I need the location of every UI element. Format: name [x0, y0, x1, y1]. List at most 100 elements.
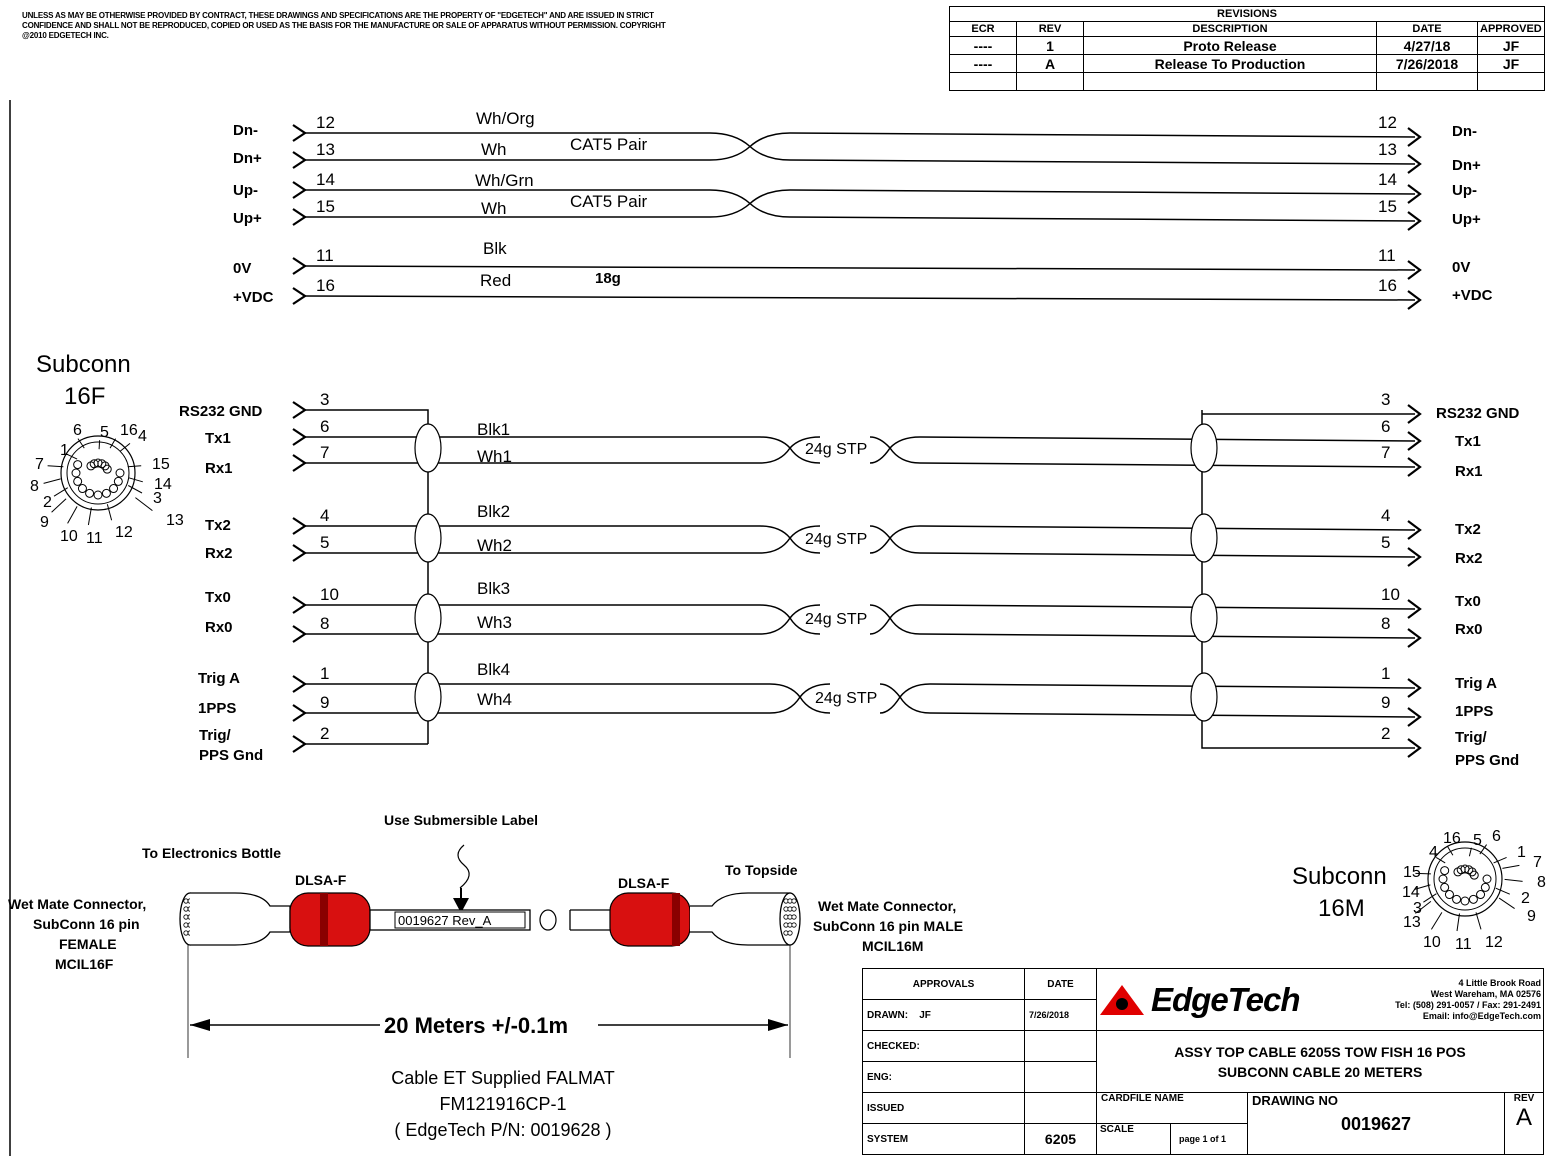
- bottom-left-pin-number: 9: [320, 693, 329, 712]
- wire-color-label: Wh: [481, 199, 507, 218]
- connector-pin-label: 8: [30, 478, 39, 495]
- arrow-head-icon: [1407, 678, 1422, 698]
- plug-pin: [791, 906, 797, 912]
- top-right-pin-number: 11: [1378, 246, 1396, 265]
- connector-chevron: [292, 735, 307, 753]
- pin-socket: [1440, 882, 1450, 892]
- connector-chevron: [292, 208, 307, 226]
- top-left-signal-label: Up+: [233, 210, 262, 227]
- bottom-right-pin-number: 5: [1381, 533, 1390, 552]
- connector-chevron: [292, 151, 307, 169]
- pin-socket: [1444, 890, 1454, 900]
- pin-leader: [106, 504, 113, 521]
- connector-chevron: [292, 596, 307, 614]
- connector-pin-label: 4: [1429, 844, 1438, 861]
- submersible-label-note: Use Submersible Label: [384, 812, 538, 828]
- top-left-pin-number: 12: [316, 113, 335, 132]
- stp-wire: [869, 436, 1416, 464]
- gauge-label: 18g: [595, 270, 621, 287]
- plug-body-right: [690, 892, 791, 946]
- rev-cell: 4/27/18: [1376, 36, 1478, 55]
- connector-pin-label: 13: [166, 512, 184, 529]
- connector-16m-inner: [1433, 847, 1497, 911]
- pin-socket: [1480, 882, 1490, 892]
- rev-value: A: [1515, 1104, 1532, 1131]
- pin-leader: [1495, 887, 1510, 895]
- right-connector-note: Wet Mate Connector,: [818, 898, 956, 914]
- rev-cell: ----: [949, 54, 1017, 73]
- stp-wire: [305, 683, 831, 714]
- pin-leader: [1414, 884, 1431, 890]
- connector-right-type: 16M: [1318, 895, 1365, 922]
- wire-color-label: Wh/Grn: [475, 171, 534, 190]
- pin-leader: [1502, 864, 1520, 869]
- stp-wire: [879, 683, 1416, 714]
- arrow-head-icon: [1407, 290, 1422, 310]
- issued-label: ISSUED: [862, 1092, 1025, 1124]
- pin-socket: [1469, 870, 1479, 880]
- connector-chevron: [292, 517, 307, 535]
- pin-leader: [1415, 901, 1432, 914]
- connector-chevron: [292, 675, 307, 693]
- title-line: ASSY TOP CABLE 6205S TOW FISH 16 POS: [1174, 1043, 1466, 1060]
- connector-pin-label: 12: [115, 524, 133, 541]
- left-connector-note: Wet Mate Connector,: [8, 896, 146, 912]
- company-name: EdgeTech: [1151, 980, 1300, 1018]
- bottom-wire-color-label: Blk1: [477, 420, 510, 439]
- bottom-right-pin-number: 2: [1381, 724, 1390, 743]
- bottom-right-signal-label: Tx2: [1455, 521, 1481, 538]
- bottom-right-pin-number: 4: [1381, 506, 1390, 525]
- pin-leader: [1456, 913, 1460, 932]
- stp-wire: [869, 525, 1416, 554]
- pin-socket: [93, 490, 103, 500]
- connector-chevron: [292, 454, 307, 472]
- stp-wire: [869, 436, 1416, 468]
- cable-length-dimension: 20 Meters +/-0.1m: [384, 1013, 568, 1038]
- arrow-head-icon: [1407, 457, 1422, 477]
- right-connector-note: SubConn 16 pin MALE: [813, 918, 963, 934]
- rev-header-ecr: ECR: [949, 21, 1017, 37]
- pin-socket: [1460, 896, 1470, 906]
- pin-socket: [115, 468, 125, 478]
- bottom-left-signal-label: PPS Gnd: [199, 747, 263, 764]
- top-left-pin-number: 14: [316, 170, 335, 189]
- connector-pin-label: 9: [1527, 908, 1536, 925]
- cable-note: ( EdgeTech P/N: 0019628 ): [394, 1120, 611, 1140]
- bottom-left-pin-number: 7: [320, 443, 329, 462]
- pin-socket: [73, 460, 83, 470]
- connector-pin-label: 6: [1492, 828, 1501, 845]
- pin-leader: [109, 438, 117, 449]
- date-header: DATE: [1024, 968, 1097, 1000]
- pair-label: CAT5 Pair: [570, 135, 647, 154]
- shield-ellipse: [1190, 672, 1218, 722]
- shield-ellipse: [414, 672, 442, 722]
- bottom-wire-color-label: Blk3: [477, 579, 510, 598]
- page-label: page 1 of 1: [1179, 1134, 1227, 1144]
- twisted-pair-wire: [305, 132, 1416, 161]
- bottom-left-signal-label: Tx2: [205, 517, 231, 534]
- pin-leader: [1493, 856, 1507, 864]
- rev-cell-block: REV A: [1504, 1092, 1544, 1155]
- top-right-pin-number: 13: [1378, 140, 1397, 159]
- bottom-wire-color-label: Blk4: [477, 660, 510, 679]
- connector-pin-label: 4: [138, 428, 147, 445]
- top-left-pin-number: 11: [316, 246, 334, 265]
- top-left-signal-label: Dn+: [233, 150, 262, 167]
- bottom-left-pin-number: 8: [320, 614, 329, 633]
- arrow-head-icon: [1407, 431, 1422, 451]
- pin-leader: [51, 498, 67, 513]
- pin-leader: [47, 465, 64, 468]
- bottom-right-signal-label: Tx0: [1455, 593, 1481, 610]
- connector-pin-label: 16: [1443, 830, 1461, 847]
- connector-pin-label: 2: [43, 494, 52, 511]
- top-right-pin-number: 12: [1378, 113, 1397, 132]
- top-left-pin-number: 16: [316, 276, 335, 295]
- bottom-left-signal-label: RS232 GND: [179, 403, 263, 420]
- bottom-right-pin-number: 9: [1381, 693, 1390, 712]
- pin-socket: [1476, 890, 1486, 900]
- pair-label: CAT5 Pair: [570, 192, 647, 211]
- connector-pin-label: 14: [154, 476, 172, 493]
- pin-leader: [128, 485, 143, 494]
- arrow-head-icon: [1407, 127, 1422, 147]
- connector-chevron: [292, 257, 307, 275]
